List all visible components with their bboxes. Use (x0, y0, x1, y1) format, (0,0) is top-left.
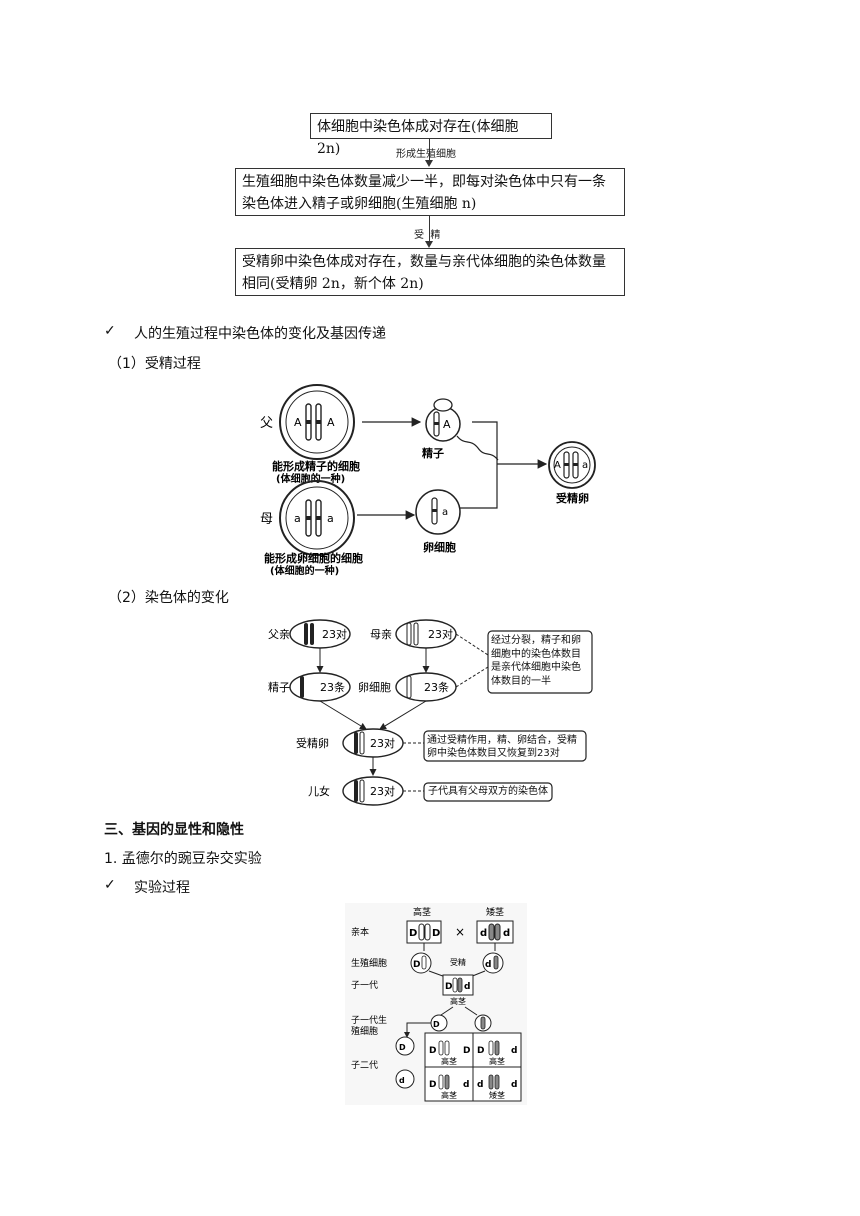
flow-box-somatic-text: 体细胞中染色体成对存在(体细胞 2n) (317, 119, 519, 157)
fertilization-diagram: 父 A A 能形成精子的细胞 (体细胞的一种) A 精子 A a 受精卵 母 a… (260, 384, 596, 577)
item-mendel-experiment: 1. 孟德尔的豌豆杂交实验 (104, 851, 262, 867)
svg-text:子一代: 子一代 (351, 980, 378, 991)
svg-text:矮茎: 矮茎 (489, 1090, 505, 1100)
note-text-3: 子代具有父母双方的染色体 (428, 786, 548, 797)
zygote-label: 受精卵 (556, 491, 589, 505)
flow-arrow-1 (429, 139, 430, 165)
svg-text:D: D (432, 928, 440, 939)
svg-text:高茎: 高茎 (450, 996, 466, 1006)
svg-text:a: a (294, 512, 301, 525)
svg-text:23对: 23对 (370, 736, 395, 750)
label-mother: 母 (260, 512, 273, 527)
flow-box-gamete-line2: 染色体进入精子或卵细胞(生殖细胞 n) (242, 196, 477, 212)
zygote-cell (548, 441, 596, 489)
svg-text:d: d (511, 1080, 517, 1090)
svg-text:A: A (294, 416, 302, 429)
svg-text:a: a (327, 512, 334, 525)
section-heading-dominance: 三、基因的显性和隐性 (104, 822, 244, 838)
sperm-label: 精子 (422, 446, 444, 460)
svg-text:高茎: 高茎 (441, 1090, 457, 1100)
svg-text:23对: 23对 (428, 627, 453, 641)
svg-text:D: D (399, 1043, 406, 1052)
svg-text:d: d (399, 1076, 405, 1085)
subsection-fertilization: （1）受精过程 (108, 356, 201, 372)
label-child-2: 儿女 (308, 784, 330, 798)
svg-text:a: a (442, 507, 448, 518)
svg-text:D: D (445, 982, 452, 992)
svg-text:23对: 23对 (322, 627, 347, 641)
subsection-chromosome-change: （2）染色体的变化 (108, 590, 229, 606)
label-zygote-2: 受精卵 (296, 737, 329, 750)
chromosome-change-diagram: 父亲 23对 母亲 23对 精子 23条 卵细胞 23条 受精卵 23对 儿女 … (268, 619, 593, 806)
flow-arrowhead-2 (425, 241, 433, 248)
svg-text:23对: 23对 (370, 784, 395, 798)
section-title-reproduction: 人的生殖过程中染色体的变化及基因传递 (134, 326, 386, 342)
svg-text:A: A (443, 418, 451, 431)
flow-label-gamete: 形成生殖细胞 (396, 149, 456, 160)
mendel-cross-diagram: 高茎 矮茎 亲本 D D × d d 生殖细胞 D d 受精 子一代 D d 高… (345, 903, 527, 1105)
flow-label-fertilize: 受 精 (414, 230, 441, 241)
father-cell-desc-2: (体细胞的一种) (276, 472, 345, 485)
mother-cell (279, 480, 355, 556)
svg-text:d: d (464, 982, 470, 992)
svg-text:D: D (413, 960, 420, 970)
svg-text:A: A (327, 416, 335, 429)
subsection-experiment-process: 实验过程 (134, 880, 190, 896)
svg-text:高茎: 高茎 (413, 906, 431, 918)
svg-text:受精: 受精 (450, 957, 466, 967)
flow-box-zygote-line1: 受精卵中染色体成对存在，数量与亲代体细胞的染色体数量 (242, 254, 606, 270)
svg-text:23条: 23条 (320, 680, 345, 694)
svg-text:D: D (433, 1020, 440, 1029)
label-egg-2: 卵细胞 (358, 681, 391, 694)
flow-arrowhead-1 (425, 160, 433, 167)
mother-cell-desc-2: (体细胞的一种) (270, 564, 339, 577)
flow-box-zygote: 受精卵中染色体成对存在，数量与亲代体细胞的染色体数量 相同(受精卵 2n，新个体… (235, 248, 625, 296)
svg-text:高茎: 高茎 (489, 1056, 505, 1066)
label-mother-2: 母亲 (370, 627, 392, 641)
svg-text:d: d (485, 960, 491, 970)
svg-text:D: D (429, 1046, 436, 1056)
note-box-3 (423, 782, 553, 802)
label-father-2: 父亲 (268, 627, 290, 641)
egg-label: 卵细胞 (423, 540, 456, 554)
svg-text:D: D (477, 1046, 484, 1056)
svg-text:D: D (409, 928, 417, 939)
flow-box-gamete: 生殖细胞中染色体数量减少一半，即每对染色体中只有一条 染色体进入精子或卵细胞(生… (235, 168, 625, 216)
svg-text:D: D (429, 1080, 436, 1090)
svg-text:子二代: 子二代 (351, 1060, 378, 1071)
svg-text:高茎: 高茎 (441, 1056, 457, 1066)
svg-text:殖细胞: 殖细胞 (351, 1025, 378, 1037)
svg-text:d: d (477, 1080, 483, 1090)
svg-text:矮茎: 矮茎 (486, 906, 504, 918)
label-sperm-2: 精子 (268, 681, 290, 694)
check-mark: ✓ (104, 323, 116, 339)
svg-text:d: d (503, 928, 510, 939)
svg-text:a: a (582, 460, 588, 471)
mother-cell-desc-1: 能形成卵细胞的细胞 (264, 551, 363, 565)
flow-box-zygote-line2: 相同(受精卵 2n，新个体 2n) (242, 276, 424, 292)
check-mark-2: ✓ (104, 877, 116, 893)
father-cell-desc-1: 能形成精子的细胞 (272, 459, 360, 473)
note-text-1: 经过分裂，精子和卵细胞中的染色体数目是亲代体细胞中染色体数目的一半 (491, 635, 581, 687)
flow-box-gamete-line1: 生殖细胞中染色体数量减少一半，即每对染色体中只有一条 (242, 174, 606, 190)
father-cell (279, 384, 355, 460)
svg-text:生殖细胞: 生殖细胞 (351, 957, 387, 969)
flow-box-somatic: 体细胞中染色体成对存在(体细胞 2n) (310, 113, 552, 157)
svg-text:A: A (554, 460, 561, 471)
svg-text:d: d (463, 1080, 469, 1090)
svg-text:D: D (463, 1046, 470, 1056)
label-father: 父 (260, 416, 273, 431)
egg-cell (415, 489, 461, 535)
flow-arrow-2 (429, 216, 430, 246)
note-text-2: 通过受精作用，精、卵结合，受精卵中染色体数目又恢复到23对 (427, 735, 577, 759)
note-box-1 (487, 630, 593, 694)
svg-text:子一代生: 子一代生 (351, 1014, 387, 1026)
svg-text:d: d (511, 1046, 517, 1056)
note-box-2 (423, 730, 587, 762)
svg-text:×: × (455, 925, 465, 939)
svg-text:23条: 23条 (424, 680, 449, 694)
svg-text:亲本: 亲本 (351, 926, 369, 938)
svg-text:d: d (480, 928, 487, 939)
